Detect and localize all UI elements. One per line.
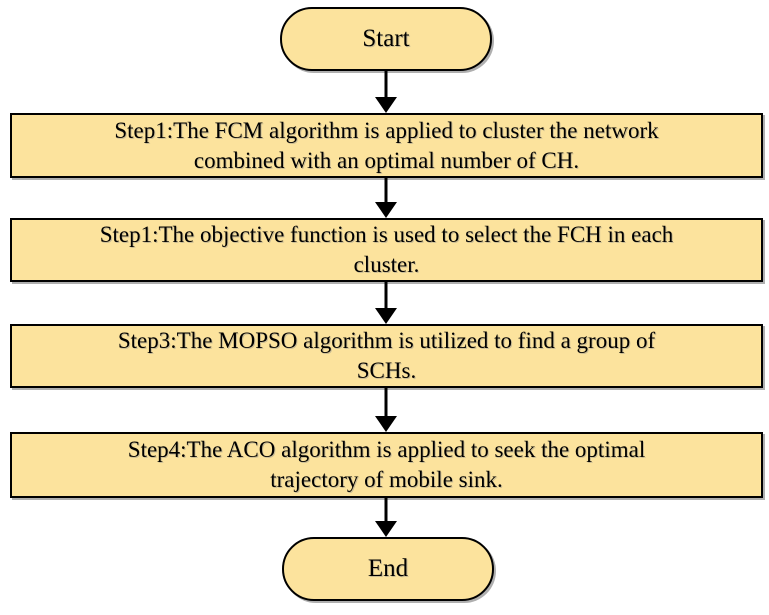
arrow-stem (384, 178, 388, 215)
process-node-step4: Step4:The ACO algorithm is applied to se… (10, 432, 763, 498)
process-node-step1: Step1:The FCM algorithm is applied to cl… (10, 113, 763, 178)
start-node: Start (280, 7, 492, 71)
flow-arrow-step3-to-step4 (375, 388, 397, 432)
process-step2-line2: cluster. (353, 252, 420, 277)
flow-arrow-step1-to-step2 (375, 178, 397, 218)
flow-arrow-step2-to-step3 (375, 282, 397, 324)
process-step4-line2: trajectory of mobile sink. (270, 467, 503, 492)
flow-arrow-step4-to-end (375, 498, 397, 537)
process-step3-line2: SCHs. (356, 358, 417, 383)
arrow-stem (384, 388, 388, 429)
process-node-step3: Step3:The MOPSO algorithm is utilized to… (10, 324, 763, 388)
process-step1-line1: Step1:The FCM algorithm is applied to cl… (114, 117, 659, 143)
start-label: Start (362, 25, 410, 52)
process-step4-line1: Step4:The ACO algorithm is applied to se… (127, 437, 646, 462)
end-node: End (282, 537, 494, 601)
arrow-stem (384, 282, 388, 321)
arrow-down-icon (375, 416, 397, 432)
arrow-down-icon (375, 97, 397, 113)
process-step1-line2: combined with an optimal number of CH. (193, 147, 580, 173)
arrow-down-icon (375, 521, 397, 537)
process-node-step2: Step1:The objective function is used to … (10, 218, 763, 282)
flow-arrow-start-to-step1 (375, 71, 397, 113)
arrow-down-icon (375, 308, 397, 324)
process-step2-line1: Step1:The objective function is used to … (99, 222, 674, 247)
arrow-stem (384, 498, 388, 534)
end-label: End (367, 555, 409, 582)
arrow-stem (384, 71, 388, 110)
process-step3-line1: Step3:The MOPSO algorithm is utilized to… (117, 328, 656, 353)
arrow-down-icon (375, 202, 397, 218)
